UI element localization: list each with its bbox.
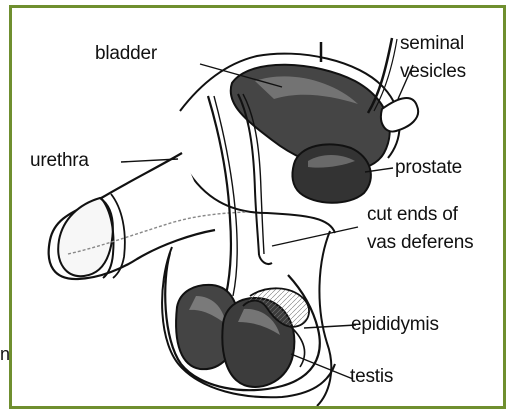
label-vas-deferens: vas deferens <box>367 232 473 254</box>
label-urethra: urethra <box>30 150 89 172</box>
cut-vas-end <box>259 255 272 264</box>
label-epididymis: epididymis <box>351 314 439 336</box>
seminal-vesicle <box>381 98 418 132</box>
label-cut-ends-of: cut ends of <box>367 204 458 226</box>
label-bladder: bladder <box>95 43 157 65</box>
label-vesicles: vesicles <box>400 61 466 83</box>
vas-deferens-leader <box>272 227 358 246</box>
diagram-frame: bladder seminal vesicles urethra prostat… <box>9 5 506 409</box>
prostate <box>292 144 370 202</box>
label-prostate: prostate <box>395 157 462 179</box>
glans <box>58 198 113 276</box>
epididymis-leader <box>304 325 356 328</box>
spermatic-cord-left-inner <box>214 96 237 296</box>
label-seminal: seminal <box>400 33 464 55</box>
label-testis: testis <box>350 366 393 388</box>
